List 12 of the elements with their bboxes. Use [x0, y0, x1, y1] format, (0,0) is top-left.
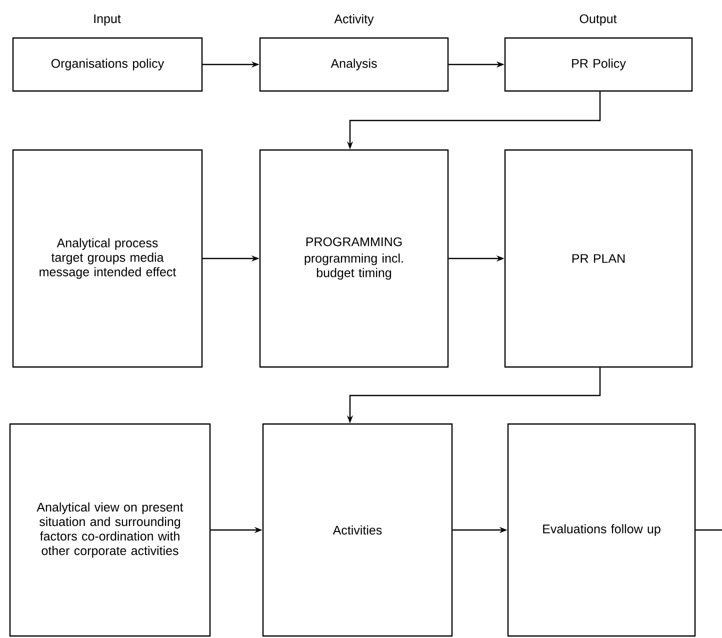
- process-box: Activities: [262, 423, 453, 637]
- process-box: Evaluations follow up: [507, 423, 696, 637]
- process-box: Organisations policy: [12, 37, 203, 92]
- process-box: Analytical view on present situation and surrounding factors co-ordination with other corporate activities: [9, 423, 211, 637]
- column-heading: Activity: [334, 14, 374, 26]
- column-heading: Output: [580, 14, 617, 26]
- process-box: Analytical process target groups media message intended effect: [12, 149, 203, 368]
- process-box: PR Policy: [504, 37, 693, 92]
- process-box: Analysis: [259, 37, 449, 92]
- process-box: PR PLAN: [504, 149, 693, 368]
- column-heading: Input: [94, 14, 121, 26]
- process-box: PROGRAMMING programming incl. budget timing: [259, 149, 449, 368]
